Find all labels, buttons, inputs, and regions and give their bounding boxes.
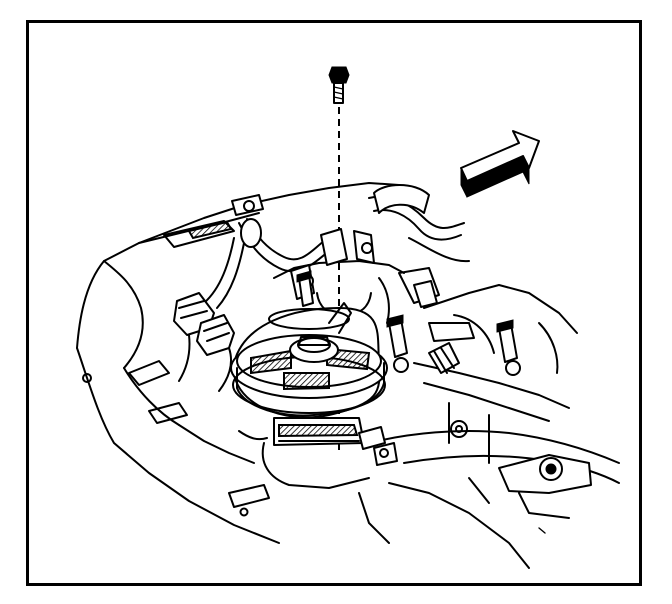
lower-hub bbox=[178, 417, 398, 489]
engine-block bbox=[76, 182, 400, 544]
arrow-icon bbox=[460, 130, 540, 198]
bolt-icon bbox=[328, 66, 350, 104]
lower-right-bracket bbox=[358, 430, 620, 569]
right-engine-section bbox=[413, 284, 578, 464]
connector bbox=[173, 292, 235, 392]
hoses bbox=[203, 184, 470, 309]
pulley-assembly bbox=[230, 302, 388, 419]
engine-illustration bbox=[76, 66, 620, 569]
studs bbox=[296, 270, 521, 376]
diagram-frame bbox=[26, 20, 642, 586]
